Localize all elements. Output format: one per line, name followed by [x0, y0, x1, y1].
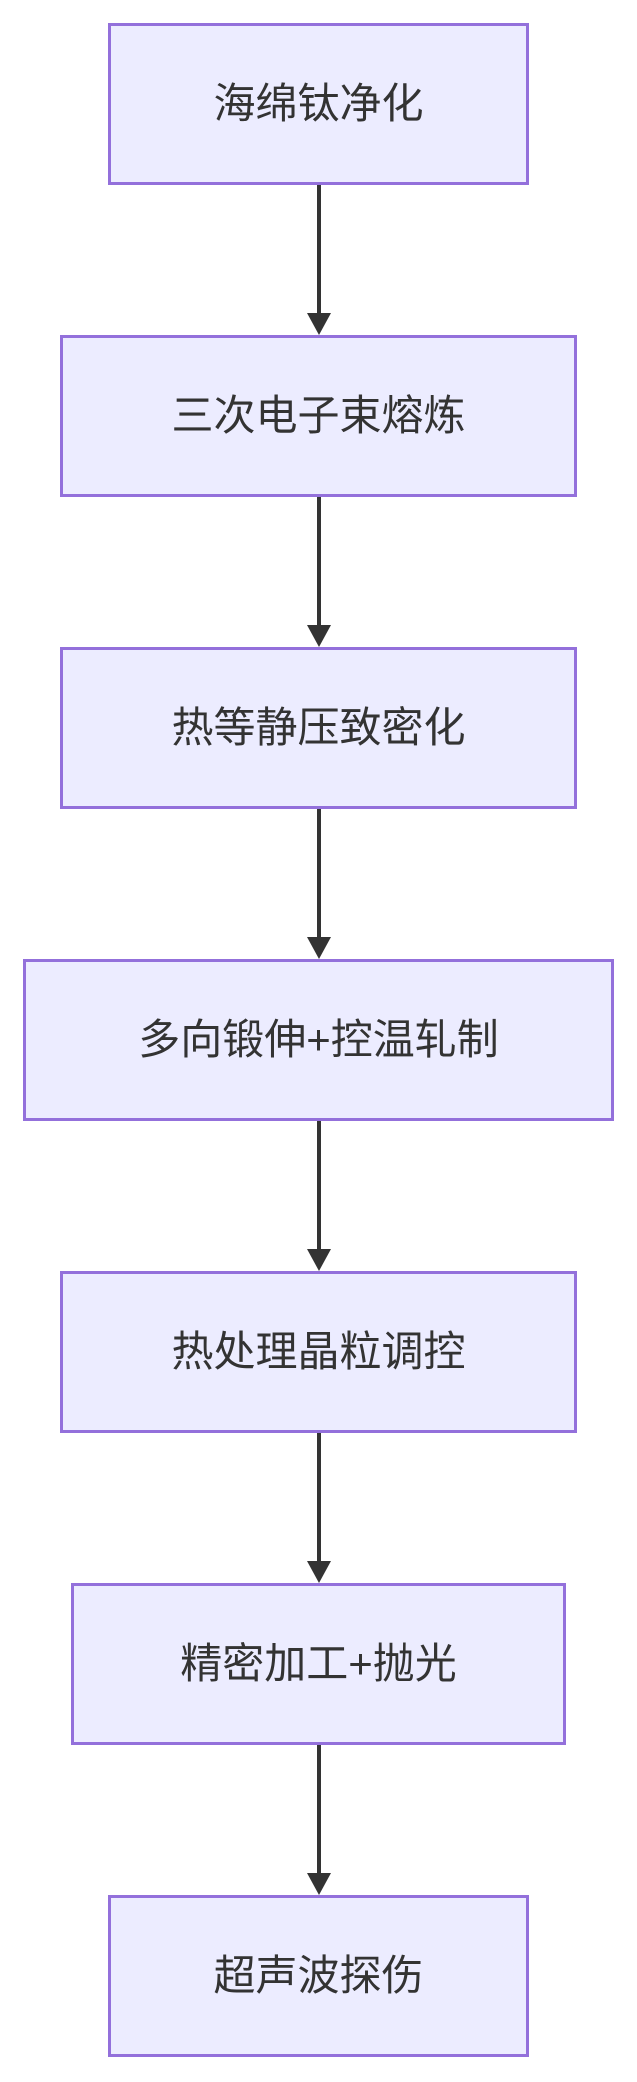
flow-node-label: 精密加工+抛光 [180, 1640, 457, 1687]
arrow-shaft [316, 1433, 321, 1561]
flow-node-label: 超声波探伤 [213, 1952, 424, 1999]
flow-node-triple-electron-beam-melting: 三次电子束熔炼 [60, 335, 577, 497]
flow-node-label: 热等静压致密化 [171, 704, 466, 751]
flow-node-multidirectional-forging-rolling: 多向锻伸+控温轧制 [23, 959, 614, 1121]
flow-node-heat-treatment-grain-control: 热处理晶粒调控 [60, 1271, 577, 1433]
arrow-down [306, 809, 331, 959]
arrow-shaft [316, 809, 321, 937]
arrowhead-down-icon [306, 937, 331, 959]
arrowhead-down-icon [306, 1561, 331, 1583]
flow-node-ultrasonic-flaw-detection: 超声波探伤 [108, 1895, 529, 2057]
arrow-down [306, 185, 331, 335]
flow-node-label: 热处理晶粒调控 [171, 1328, 466, 1375]
arrowhead-down-icon [306, 625, 331, 647]
arrowhead-down-icon [306, 313, 331, 335]
flow-node-hot-isostatic-pressing: 热等静压致密化 [60, 647, 577, 809]
flow-node-label: 三次电子束熔炼 [171, 392, 466, 439]
arrowhead-down-icon [306, 1249, 331, 1271]
arrow-down [306, 1433, 331, 1583]
flow-node-label: 多向锻伸+控温轧制 [138, 1016, 499, 1063]
flow-node-precision-machining-polishing: 精密加工+抛光 [71, 1583, 566, 1745]
flow-node-sponge-titanium-purification: 海绵钛净化 [108, 23, 529, 185]
arrow-down [306, 497, 331, 647]
arrow-shaft [316, 1121, 321, 1249]
arrow-down [306, 1745, 331, 1895]
arrow-down [306, 1121, 331, 1271]
flow-node-label: 海绵钛净化 [213, 80, 424, 127]
arrowhead-down-icon [306, 1873, 331, 1895]
arrow-shaft [316, 185, 321, 313]
arrow-shaft [316, 497, 321, 625]
arrow-shaft [316, 1745, 321, 1873]
